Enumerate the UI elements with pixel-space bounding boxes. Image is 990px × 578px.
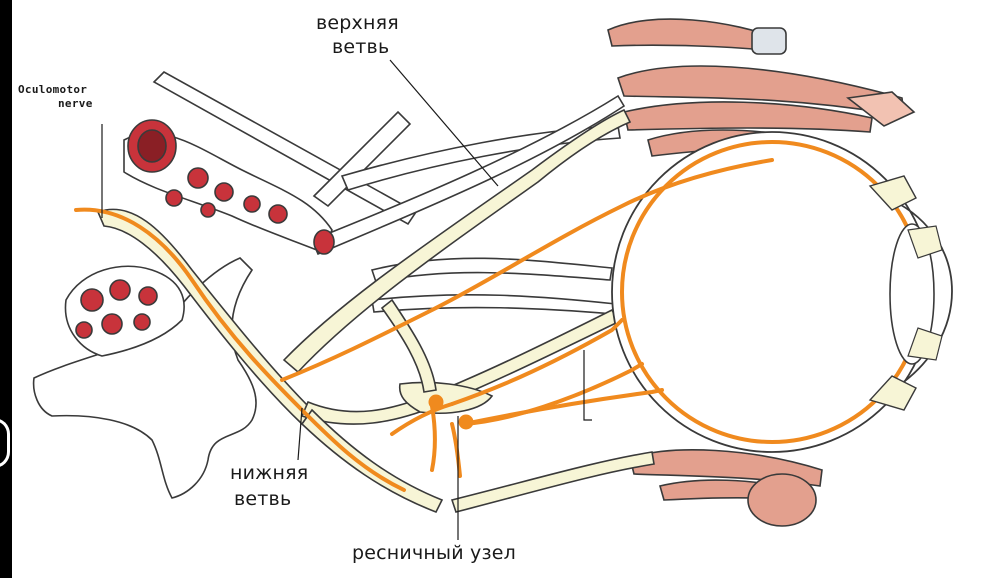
ciliary-ganglion-label: ресничный узел [352, 544, 516, 563]
upper-branch-label-line1: верхняя [316, 14, 399, 33]
inferior-muscles [630, 450, 822, 526]
oculomotor-nerve-label-line2: nerve [58, 98, 93, 109]
lower-branch-label-line2: ветвь [234, 490, 291, 509]
oculomotor-anatomy-drawing [12, 0, 990, 578]
diagram-panel: верхняя ветвь Oculomotor nerve нижняя ве… [12, 0, 990, 578]
lower-branch-label-line1: нижняя [230, 464, 308, 483]
eyeball [612, 132, 952, 452]
left-edge-partial-circle-icon [0, 418, 10, 468]
upper-branch-label-line2: ветвь [332, 38, 389, 57]
oculomotor-nerve-label-line1: Oculomotor [18, 84, 87, 95]
